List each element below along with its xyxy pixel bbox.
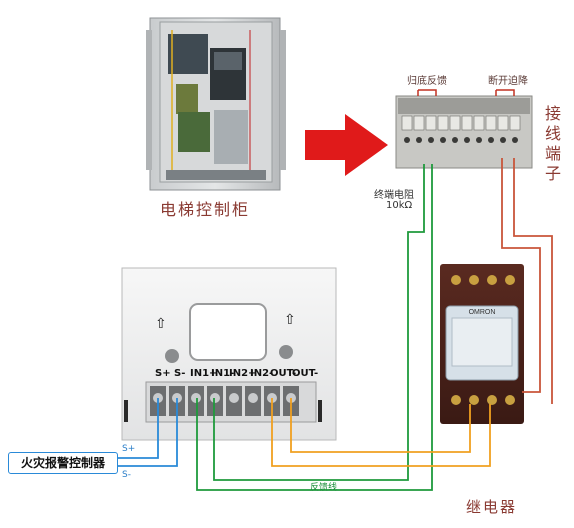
red-arrow-icon bbox=[305, 114, 388, 176]
up-arrow-icon: ⇧ bbox=[284, 312, 296, 328]
terminal-label-s-minus: S- bbox=[174, 368, 186, 379]
fire-alarm-controller-box: 火灾报警控制器 bbox=[8, 452, 118, 474]
terminal-label-in2-plus: IN2+ bbox=[229, 368, 257, 379]
terminal-block-image bbox=[395, 89, 533, 169]
up-arrow-icon: ⇧ bbox=[155, 316, 167, 332]
io-module-image bbox=[121, 267, 337, 441]
terminal-label-out-minus-1: OUT- bbox=[270, 368, 297, 379]
relay-brand-text: OMRON bbox=[469, 309, 496, 316]
terminal-block-label: 接 线 端 子 bbox=[544, 104, 561, 183]
relay-label: 继电器 bbox=[466, 498, 518, 516]
red-wires bbox=[501, 158, 553, 404]
terminal-label-out-minus-2: OUT- bbox=[292, 368, 319, 379]
resistor-label: 终端电阻 bbox=[374, 190, 414, 201]
break-label: 断开迫降 bbox=[488, 76, 528, 87]
cabinet-label: 电梯控制柜 bbox=[160, 200, 251, 219]
terminal-label-in1-minus: IN1- bbox=[211, 368, 235, 379]
blue-wires bbox=[116, 398, 178, 467]
terminal-label-in2-minus: IN2- bbox=[250, 368, 274, 379]
s-minus-label: S- bbox=[122, 470, 131, 480]
elevator-cabinet-image bbox=[146, 17, 286, 191]
terminal-label-s-plus: S+ bbox=[155, 368, 171, 379]
terminal-label-in1-plus: IN1+ bbox=[190, 368, 218, 379]
relay-image: OMRON bbox=[440, 264, 524, 424]
green-wires bbox=[196, 164, 433, 491]
s-plus-label: S+ bbox=[122, 444, 136, 454]
resistor-value: 10kΩ bbox=[386, 200, 413, 211]
feedback-label: 归底反馈 bbox=[407, 76, 447, 87]
orange-wires bbox=[271, 398, 491, 467]
feedback-wire-label: 反馈线 bbox=[310, 483, 338, 493]
